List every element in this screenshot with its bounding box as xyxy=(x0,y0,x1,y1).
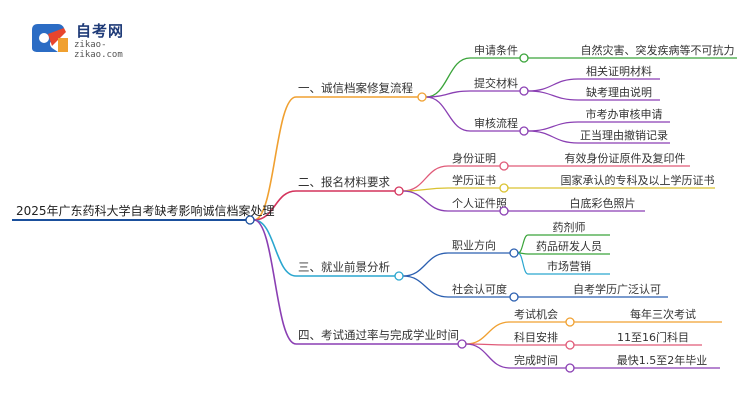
branch-label: 四、考试通过率与完成学业时间 xyxy=(298,328,459,342)
child-dot[interactable] xyxy=(499,161,509,171)
child-dot[interactable] xyxy=(499,206,509,216)
logo[interactable]: 自考网 zikao-zikao.com xyxy=(28,18,148,60)
leaf-label: 相关证明材料 xyxy=(586,64,652,78)
child-dot[interactable] xyxy=(565,317,575,327)
child-edge xyxy=(425,57,471,98)
leaf-label: 有效身份证原件及复印件 xyxy=(565,151,686,165)
branch-edge xyxy=(253,219,297,277)
branch-label: 三、就业前景分析 xyxy=(298,260,390,274)
child-dot[interactable] xyxy=(565,363,575,373)
leaf-label: 药品研发人员 xyxy=(536,239,602,253)
branch-dot[interactable] xyxy=(394,271,404,281)
child-dot[interactable] xyxy=(509,248,519,258)
leaf-label: 最快1.5至2年毕业 xyxy=(617,353,708,367)
child-dot[interactable] xyxy=(565,340,575,350)
child-label: 提交材料 xyxy=(474,76,518,90)
child-label: 申请条件 xyxy=(474,43,518,57)
child-edge xyxy=(425,90,471,98)
root-dot[interactable] xyxy=(245,215,255,225)
branch-edge xyxy=(253,219,297,345)
child-label: 身份证明 xyxy=(452,151,496,165)
logo-subtitle: zikao-zikao.com xyxy=(74,40,123,60)
branch-dot[interactable] xyxy=(394,186,404,196)
child-label: 考试机会 xyxy=(514,307,558,321)
child-label: 完成时间 xyxy=(514,353,558,367)
branch-edge xyxy=(253,190,297,221)
branch-edge xyxy=(253,96,297,221)
child-label: 审核流程 xyxy=(474,116,518,130)
child-label: 科目安排 xyxy=(514,330,558,344)
child-edge xyxy=(465,343,511,369)
leaf-label: 缺考理由说明 xyxy=(586,85,652,99)
leaf-label: 白底彩色照片 xyxy=(570,196,636,210)
branch-label: 一、诚信档案修复流程 xyxy=(298,81,413,95)
branch-label: 二、报名材料要求 xyxy=(298,175,390,189)
leaf-label: 每年三次考试 xyxy=(630,307,696,321)
leaf-label: 自考学历广泛认可 xyxy=(573,282,661,296)
leaf-label: 药剂师 xyxy=(553,220,586,234)
root-label: 2025年广东药科大学自考缺考影响诚信档案处理 xyxy=(16,203,275,218)
child-dot[interactable] xyxy=(499,183,509,193)
child-dot[interactable] xyxy=(519,86,529,96)
leaf-label: 11至16门科目 xyxy=(617,330,689,344)
leaf-edge xyxy=(527,121,579,132)
branch-dot[interactable] xyxy=(417,92,427,102)
leaf-edge xyxy=(527,130,579,144)
leaf-edge xyxy=(517,234,529,254)
child-edge xyxy=(465,321,511,345)
child-label: 社会认可度 xyxy=(452,282,507,296)
leaf-label: 市考办审核申请 xyxy=(586,107,663,121)
logo-title: 自考网 xyxy=(76,22,125,40)
child-label: 个人证件照 xyxy=(452,197,507,210)
child-dot[interactable] xyxy=(519,53,529,63)
child-edge xyxy=(402,190,449,212)
leaf-label: 市场营销 xyxy=(547,259,591,273)
child-dot[interactable] xyxy=(519,126,529,136)
leaf-label: 正当理由撤销记录 xyxy=(580,128,668,142)
logo-icon xyxy=(32,24,68,52)
child-edge xyxy=(402,252,449,277)
child-edge xyxy=(425,96,471,132)
child-edge xyxy=(402,275,449,298)
leaf-label: 国家承认的专科及以上学历证书 xyxy=(561,173,715,187)
branch-dot[interactable] xyxy=(457,339,467,349)
leaf-edge xyxy=(527,78,579,92)
leaf-edge xyxy=(527,90,579,101)
leaf-label: 自然灾害、突发疾病等不可抗力 xyxy=(581,43,735,57)
child-label: 职业方向 xyxy=(452,238,496,252)
child-label: 学历证书 xyxy=(452,173,496,187)
child-dot[interactable] xyxy=(509,292,519,302)
leaf-edge xyxy=(517,252,529,275)
child-edge xyxy=(402,165,449,192)
